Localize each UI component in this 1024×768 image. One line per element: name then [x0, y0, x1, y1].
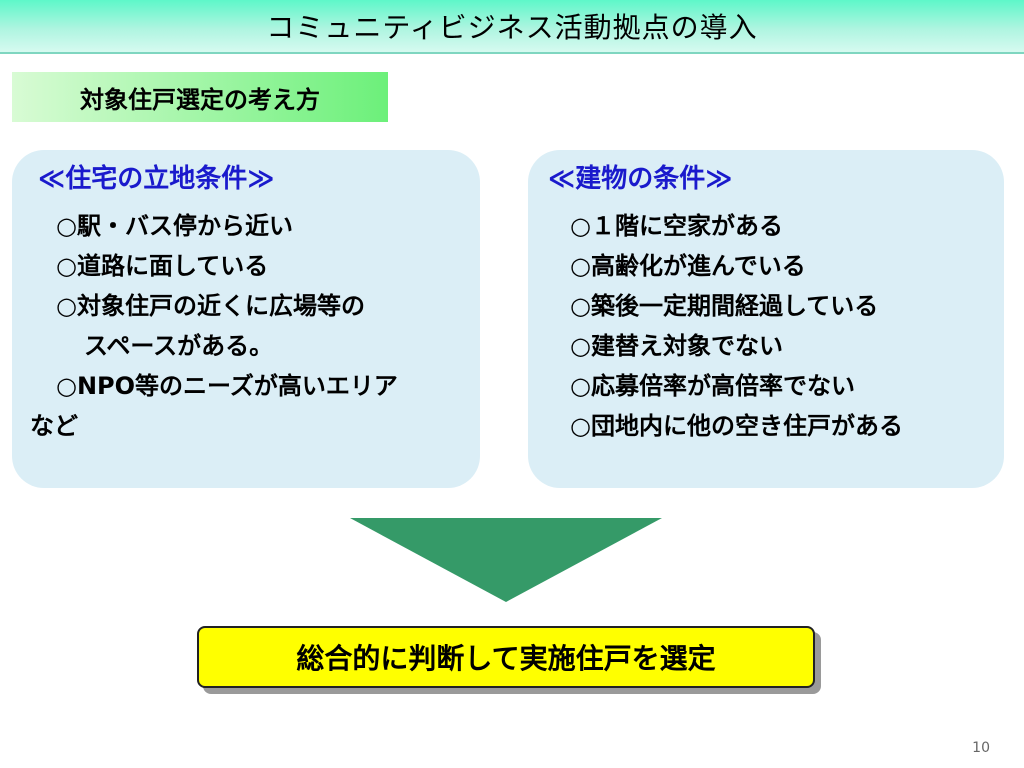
list-item: スペースがある。	[84, 332, 274, 360]
list-item: ○道路に面している	[56, 252, 269, 280]
title-bar: コミュニティビジネス活動拠点の導入	[0, 0, 1024, 54]
list-item: ○応募倍率が高倍率でない	[570, 372, 855, 400]
conclusion-box: 総合的に判断して実施住戸を選定	[197, 626, 815, 688]
building-conditions-heading: ≪建物の条件≫	[548, 164, 733, 194]
page-number: 10	[972, 740, 990, 756]
location-conditions-list: ○駅・バス停から近い ○道路に面している ○対象住戸の近くに広場等の スペースが…	[30, 206, 480, 446]
slide-subtitle: 対象住戸選定の考え方	[80, 85, 320, 114]
location-conditions-panel: ≪住宅の立地条件≫ ○駅・バス停から近い ○道路に面している ○対象住戸の近くに…	[12, 150, 480, 488]
subtitle-box: 対象住戸選定の考え方	[12, 72, 388, 122]
list-item: ○駅・バス停から近い	[56, 212, 293, 240]
list-item: ○建替え対象でない	[570, 332, 783, 360]
list-item: など	[30, 412, 78, 440]
slide-title: コミュニティビジネス活動拠点の導入	[266, 11, 758, 44]
down-arrow-icon	[350, 518, 662, 602]
building-conditions-panel: ≪建物の条件≫ ○１階に空家がある ○高齢化が進んでいる ○築後一定期間経過して…	[528, 150, 1004, 488]
list-item: ○高齢化が進んでいる	[570, 252, 806, 280]
list-item: ○団地内に他の空き住戸がある	[570, 412, 903, 440]
location-conditions-heading: ≪住宅の立地条件≫	[38, 164, 275, 194]
list-item: ○対象住戸の近くに広場等の	[56, 292, 365, 320]
list-item: ○NPO等のニーズが高いエリア	[56, 372, 398, 400]
list-item: ○築後一定期間経過している	[570, 292, 879, 320]
building-conditions-list: ○１階に空家がある ○高齢化が進んでいる ○築後一定期間経過している ○建替え対…	[548, 206, 1004, 446]
list-item: ○１階に空家がある	[570, 212, 783, 240]
down-arrow-shape	[350, 518, 662, 602]
conclusion-text: 総合的に判断して実施住戸を選定	[296, 642, 716, 675]
